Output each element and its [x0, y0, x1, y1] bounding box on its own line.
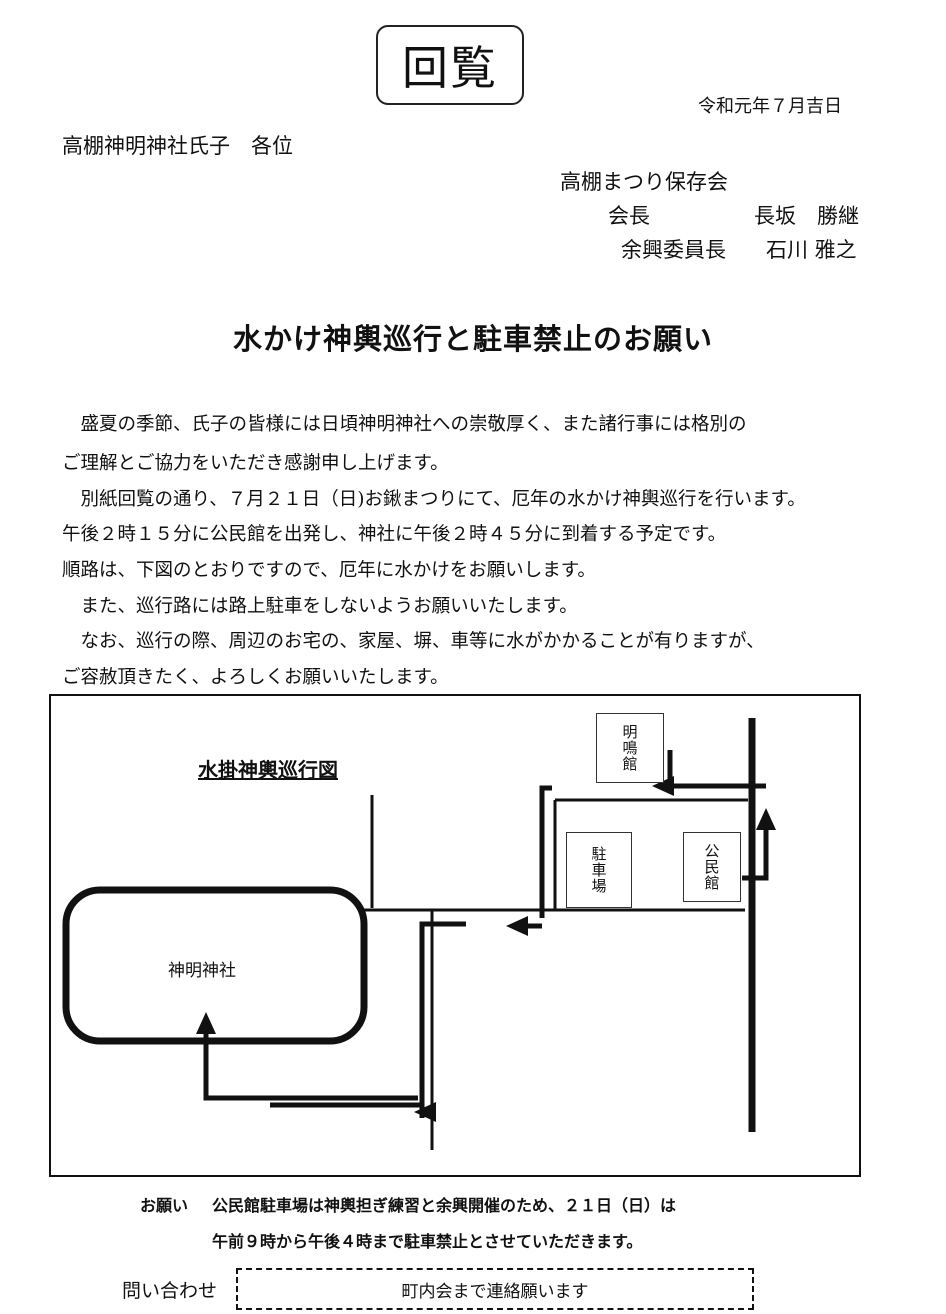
route-segment — [419, 921, 466, 1118]
route-arrow — [652, 776, 674, 796]
shrine-label: 神明神社 — [168, 961, 236, 981]
body-paragraph-line: ご容赦頂きたく、よろしくお願いいたします。 — [62, 667, 449, 688]
body-paragraph-line: 午後２時１５分に公民館を出発し、神社に午後２時４５分に到着する予定です。 — [62, 524, 727, 545]
route-arrow — [414, 1102, 436, 1122]
route-arrow — [196, 1012, 216, 1034]
contact-label: 問い合わせ — [122, 1280, 218, 1302]
body-paragraph-line: 別紙回覧の通り、７月２１日（日)お鍬まつりにて、厄年の水かけ神輿巡行を行います。 — [62, 489, 806, 510]
shrine-grounds — [62, 886, 368, 1045]
body-paragraph-line: 盛夏の季節、氏子の皆様には日頃神明神社への崇敬厚く、また諸行事には格別の — [62, 414, 747, 435]
contact-value: 町内会まで連絡願います — [401, 1281, 589, 1302]
signatory-name: 長坂 勝継 — [754, 204, 859, 228]
request-label: お願い — [140, 1196, 189, 1215]
building-meimei-hall: 明鳴館 — [596, 713, 664, 783]
route-arrows — [196, 776, 776, 1122]
body-paragraph-line: ご理解とご協力をいただき感謝申し上げます。 — [62, 453, 449, 474]
map-title: 水掛神輿巡行図 — [198, 758, 338, 782]
addressee: 高棚神明神社氏子 各位 — [62, 134, 293, 158]
document-title: 水かけ神輿巡行と駐車禁止のお願い — [232, 322, 713, 356]
signatory-role: 会長 — [608, 204, 650, 228]
body-paragraph-line: なお、巡行の際、周辺のお宅の、家屋、塀、車等に水がかかることが有りますが、 — [62, 631, 765, 652]
route-segment — [539, 785, 552, 918]
body-paragraph-line: 順路は、下図のとおりですので、厄年に水かけをお願いします。 — [62, 560, 596, 581]
circulation-stamp: 回覧 — [376, 25, 524, 105]
route-arrow — [506, 916, 528, 936]
signatory-role: 余興委員長 — [621, 238, 726, 262]
signatory-name: 石川 雅之 — [766, 238, 857, 262]
route-segment — [742, 818, 769, 881]
circulation-label: 回覧 — [402, 41, 498, 95]
contact-box: 町内会まで連絡願います — [236, 1268, 754, 1310]
request-text-line: 午前９時から午後４時まで駐車禁止とさせていただきます。 — [212, 1232, 643, 1251]
route-segment — [203, 1030, 418, 1101]
body-paragraph-line: また、巡行路には路上駐車をしないようお願いいたします。 — [62, 596, 578, 617]
route-map-frame — [49, 694, 861, 1177]
procession-route — [203, 750, 769, 1118]
issue-date: 令和元年７月吉日 — [698, 96, 842, 117]
building-community-hall: 公民館 — [683, 832, 741, 902]
organization-name: 高棚まつり保存会 — [560, 170, 728, 194]
building-label: 明鳴館 — [620, 724, 639, 772]
route-arrow — [756, 808, 776, 830]
building-label: 駐車場 — [589, 846, 608, 894]
request-text-line: 公民館駐車場は神輿担ぎ練習と余興開催のため、２１日（日）は — [212, 1196, 677, 1215]
building-label: 公民館 — [702, 843, 721, 891]
building-parking-lot: 駐車場 — [566, 832, 632, 908]
